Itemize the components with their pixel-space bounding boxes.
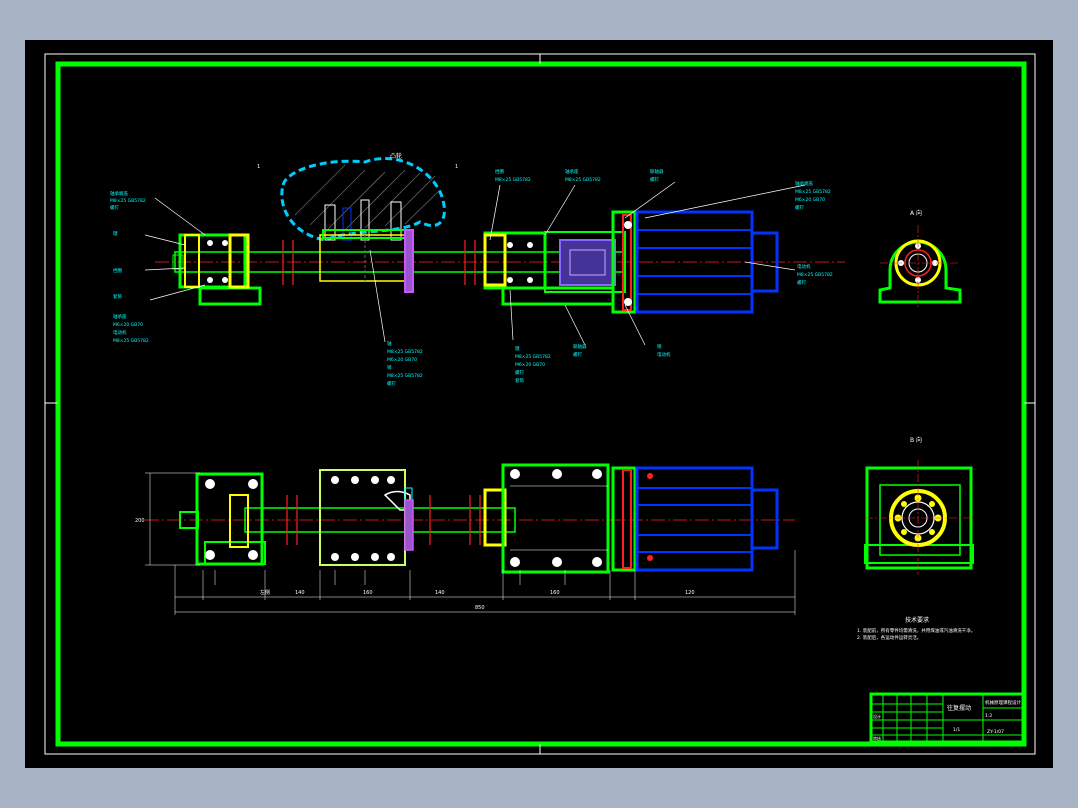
assembly-drawing: 凸轮 1 1 — [44, 53, 1036, 755]
technical-requirements: 技术要求 1. 装配前，所有零件均需清洗，并用煤油或汽油清洗干净。 2. 装配后… — [857, 616, 975, 641]
callout-35: 电动机 — [657, 351, 671, 358]
callout-20: M8×25 GB5782 — [565, 177, 601, 183]
cam-label: 凸轮 — [390, 152, 402, 160]
dim-left: 左侧 — [260, 589, 270, 596]
title-drawing-no: 机械原理课程设计 — [985, 699, 1021, 706]
top-leader-lines — [144, 181, 806, 346]
cam-follower-pins — [324, 199, 402, 241]
front-view: 200 850 左侧 140 160 140 160 120 — [135, 240, 796, 615]
title-page: ZY-1/07 — [987, 729, 1004, 735]
callout-37: M8×25 GB5782 — [797, 272, 833, 278]
view-b-base — [864, 544, 974, 564]
callout-32: 联轴器 — [573, 343, 587, 350]
callout-15: M8×25 GB5782 — [387, 373, 423, 379]
callout-33: 螺钉 — [573, 351, 582, 358]
callout-7: 轴承座 — [113, 313, 127, 320]
callout-5: 挡圈 — [113, 267, 122, 274]
coupling — [544, 231, 626, 293]
callout-11: 轴 — [387, 340, 392, 347]
outer-frame — [44, 53, 1036, 755]
callout-29: M6×20 GB70 — [515, 362, 545, 368]
callout-30: 螺钉 — [515, 369, 524, 376]
front-shaft — [244, 507, 516, 533]
callout-13: M6×20 GB70 — [387, 357, 417, 363]
callout-10: M8×25 GB5782 — [113, 338, 149, 344]
motor-flange — [611, 210, 637, 314]
inner-frame — [55, 61, 1027, 747]
tech-line-2: 2. 装配后，各运动件运转灵活。 — [857, 634, 921, 641]
callout-31: 套筒 — [515, 377, 524, 384]
left-bearing-housing — [172, 233, 262, 306]
front-flange-gasket — [622, 469, 632, 569]
callout-14: 销 — [387, 364, 392, 371]
view-b: B 向 — [864, 436, 974, 575]
dim-b: 160 — [363, 590, 373, 596]
callout-4: 键 — [113, 230, 118, 237]
section-mark-b: 1 — [455, 164, 458, 170]
top-callouts: 轴承端盖 M8×25 GB5782 螺钉 键 挡圈 套筒 轴承座 M6×20 G… — [110, 168, 833, 387]
callout-3: 螺钉 — [110, 204, 119, 211]
callout-19: 轴承座 — [565, 168, 579, 175]
callout-28: M8×25 GB5782 — [515, 354, 551, 360]
title-checker: 审核 — [873, 735, 881, 741]
cam-profile — [280, 156, 446, 242]
callout-1: 轴承端盖 — [110, 190, 128, 197]
top-section-view: 凸轮 1 1 — [110, 152, 845, 387]
callout-34: 销 — [657, 343, 662, 350]
callout-25: M6×20 GB70 — [795, 197, 825, 203]
view-a: A 向 — [878, 209, 962, 308]
view-b-label: B 向 — [910, 436, 922, 444]
dim-d: 160 — [550, 590, 560, 596]
front-central-block — [319, 469, 414, 566]
dim-height: 200 — [135, 518, 145, 524]
callout-6: 套筒 — [113, 293, 122, 300]
tech-title: 技术要求 — [905, 616, 929, 624]
callout-2: M8×25 GB5782 — [110, 198, 146, 204]
motor-front — [635, 466, 779, 572]
tech-line-1: 1. 装配前，所有零件均需清洗，并用煤油或汽油清洗干净。 — [857, 627, 975, 634]
callout-21: 联轴器 — [650, 168, 664, 175]
front-flange — [611, 466, 637, 572]
front-right-housing — [483, 463, 610, 574]
dim-c: 140 — [435, 590, 445, 596]
title-sheet: 1/1 — [953, 727, 960, 733]
front-dimensions — [145, 472, 796, 615]
front-section-marks — [282, 240, 481, 545]
drawing-sheet: 凸轮 1 1 — [25, 40, 1053, 768]
callout-27: 键 — [515, 345, 520, 352]
callout-18: M8×25 GB5782 — [495, 177, 531, 183]
title-name: 往复摆动 — [947, 704, 971, 712]
callout-16: 螺钉 — [387, 380, 396, 387]
section-mark-a: 1 — [257, 164, 260, 170]
callout-22: 螺钉 — [650, 176, 659, 183]
dim-e: 120 — [685, 590, 695, 596]
callout-8: M6×20 GB70 — [113, 322, 143, 328]
callout-38: 螺钉 — [797, 279, 806, 286]
title-designer: 设计 — [873, 713, 881, 719]
dim-a: 140 — [295, 590, 305, 596]
callout-12: M8×25 GB5782 — [387, 349, 423, 355]
view-a-label: A 向 — [910, 209, 922, 217]
callout-9: 电动机 — [113, 329, 127, 336]
title-block: 往复摆动 机械原理课程设计 1:2 1/1 ZY-1/07 设计 审核 — [869, 692, 1025, 744]
motor-top — [635, 210, 779, 314]
view-b-inner — [879, 484, 961, 556]
front-dimension-text: 200 850 左侧 140 160 140 160 120 — [135, 518, 695, 611]
front-left-housing — [179, 472, 266, 566]
title-scale: 1:2 — [985, 713, 992, 719]
callout-26: 螺钉 — [795, 204, 804, 211]
callout-24: M8×25 GB5782 — [795, 189, 831, 195]
callout-17: 挡圈 — [495, 168, 504, 175]
central-cam-block — [319, 229, 414, 293]
callout-23: 轴承端盖 — [795, 180, 813, 187]
dim-total: 850 — [475, 605, 485, 611]
callout-36: 电动机 — [797, 263, 811, 270]
